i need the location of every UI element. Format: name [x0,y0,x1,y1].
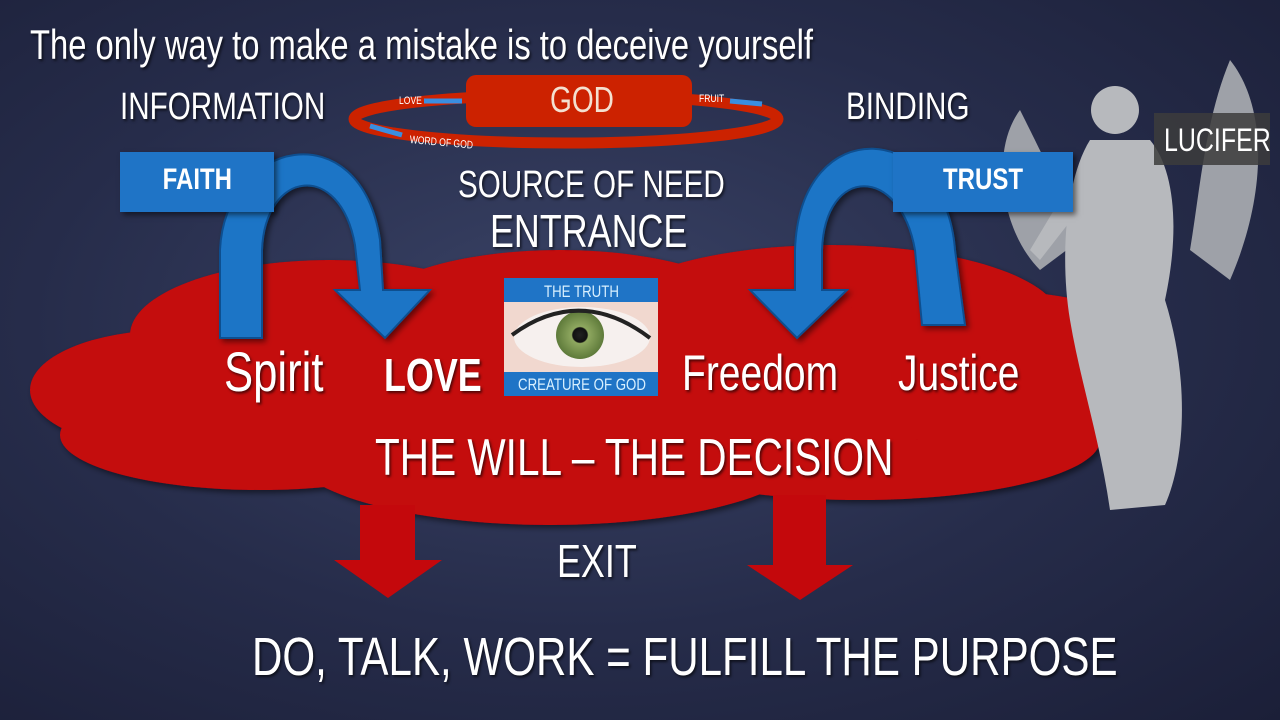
truth-top-label: THE TRUTH [544,282,619,301]
justice-label: Justice [898,345,1020,401]
information-label: INFORMATION [120,86,326,128]
slide-title: The only way to make a mistake is to dec… [30,21,813,68]
exit-arrows [334,495,853,600]
source-of-need-label: SOURCE OF NEED [458,164,725,206]
freedom-label: Freedom [682,345,839,401]
arrow-left-icon [729,98,763,107]
truth-eye-image [504,278,658,396]
trust-box: TRUST [893,152,1073,212]
entrance-label: ENTRANCE [490,205,688,257]
god-ring [348,75,784,149]
faith-label: FAITH [162,163,232,196]
bottom-statement: DO, TALK, WORK = FULFILL THE PURPOSE [252,627,1118,687]
binding-label: BINDING [846,86,970,128]
ring-love-label: LOVE [399,95,422,107]
arrow-right-icon [369,123,403,138]
trust-label: TRUST [943,163,1023,196]
exit-label: EXIT [557,535,637,587]
lucifer-label-box: LUCIFER [1154,113,1271,165]
down-arrow-icon [334,505,442,598]
god-label: GOD [550,79,614,120]
down-arrow-icon [747,495,853,600]
lucifer-label: LUCIFER [1164,122,1271,158]
spirit-label: Spirit [224,340,324,403]
lucifer-statue [1002,60,1259,510]
ring-fruit-label: FRUIT [699,93,725,105]
truth-bottom-label: CREATURE OF GOD [518,375,646,394]
cloud-love-label: LOVE [384,349,482,401]
will-decision-label: THE WILL – THE DECISION [375,429,894,487]
faith-box: FAITH [120,152,274,212]
